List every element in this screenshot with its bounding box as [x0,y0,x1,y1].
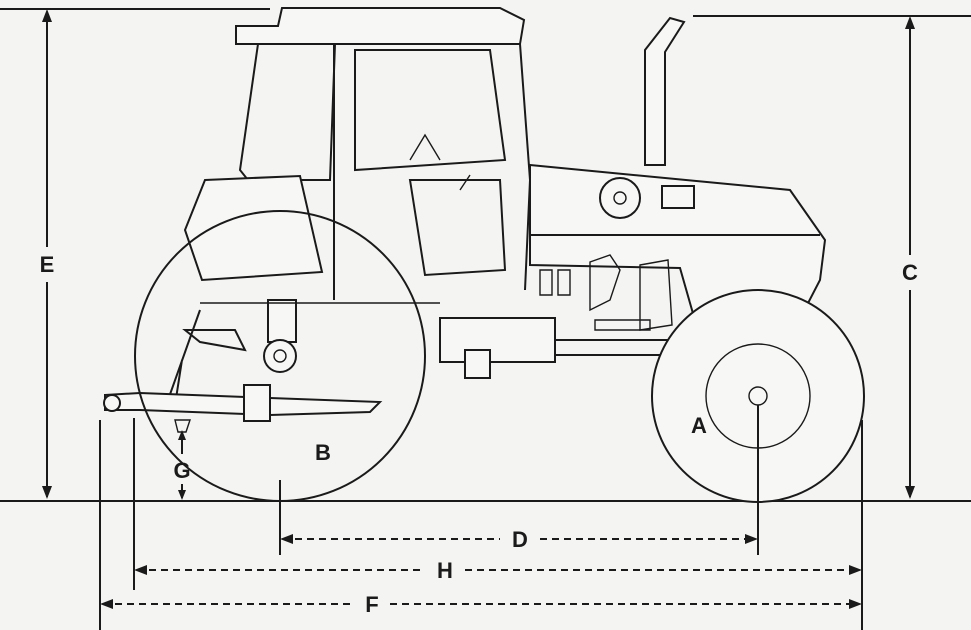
dimension-f [100,599,862,609]
label-d: D [512,527,528,552]
label-f: F [365,592,378,617]
air-intake [661,185,695,209]
air-cleaner-cap [613,191,627,205]
cab-rear-window [238,43,336,181]
dimension-c [693,15,971,499]
label-h: H [437,558,453,583]
label-g: G [173,458,190,483]
dimension-g [178,430,186,500]
rear-axle-center [273,349,287,363]
engine-ports [539,269,571,296]
exhaust-stack [644,16,686,166]
label-e: E [40,252,55,277]
label-a: A [691,413,707,438]
hitch-ball [103,394,121,412]
cab-side-window [354,49,507,172]
steering-wheel [409,133,471,191]
axle-housing [267,299,297,343]
dimension-d [280,534,758,544]
cab-frame [333,43,532,300]
hitch-pin [174,419,191,433]
hydraulic-valve [589,254,621,312]
engine-block [639,259,673,331]
cab-door-window [408,179,507,277]
transmission-housing [439,317,556,363]
cab-roof [235,7,526,45]
lift-rod [167,309,201,406]
label-c: C [902,260,918,285]
dimension-e [0,8,270,499]
rear-wheel-hub [263,339,297,373]
fuel-filter [594,319,651,331]
drawbar-bracket [464,349,491,379]
rear-fender [183,174,324,282]
upper-link [182,329,247,352]
hitch-bracket [243,384,271,422]
dimension-h [134,565,862,575]
air-cleaner [599,177,641,219]
label-b: B [315,440,331,465]
